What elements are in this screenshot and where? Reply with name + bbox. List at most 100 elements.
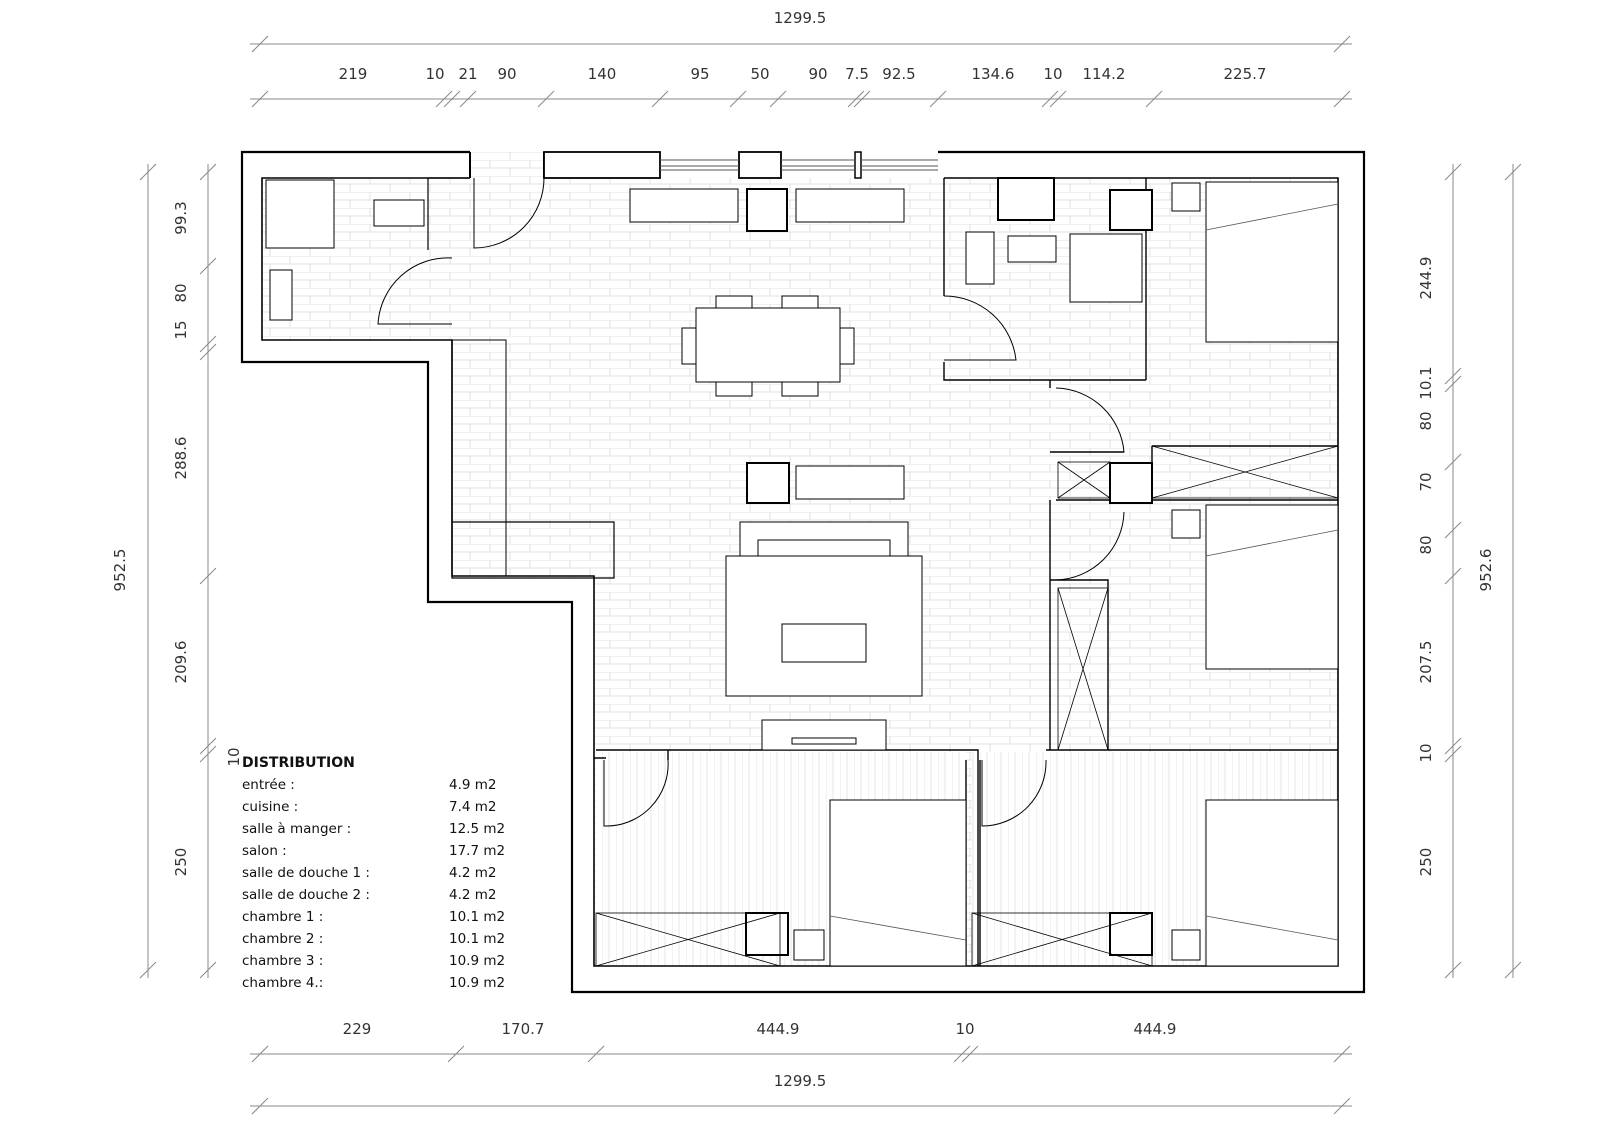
dimension-line <box>1504 961 1522 979</box>
dimension-line <box>1444 453 1462 471</box>
room-name: chambre 3 : <box>242 953 324 969</box>
top-dimension: 50 <box>750 65 769 83</box>
legend-row: chambre 1 : 10.1 m2 <box>242 906 505 928</box>
dimension-line <box>1041 90 1059 108</box>
room-area: 4.9 m2 <box>449 777 497 793</box>
dining-table <box>695 307 841 383</box>
room-area: 4.2 m2 <box>449 865 497 881</box>
dimension-line <box>139 961 157 979</box>
right-dimension: 70 <box>1417 472 1435 491</box>
dimension-line <box>251 35 269 53</box>
bottom-dimension: 10 <box>955 1020 974 1038</box>
dimension-line <box>651 90 669 108</box>
kitchen-counter-l <box>451 339 507 577</box>
dimension-line <box>199 335 217 353</box>
nightstand-3 <box>793 929 825 961</box>
dimension-line <box>199 737 217 755</box>
left-total: 952.5 <box>111 549 129 592</box>
right-dimension: 207.5 <box>1417 641 1435 684</box>
column-3 <box>1109 462 1153 504</box>
washbasin <box>269 269 293 321</box>
dimension-line <box>1333 90 1351 108</box>
dimension-line <box>199 343 217 361</box>
dimension-line <box>1145 90 1163 108</box>
dimension-line <box>1333 1097 1351 1115</box>
dimension-line <box>447 1045 465 1063</box>
dimension-line <box>587 1045 605 1063</box>
dimension-line <box>199 961 217 979</box>
door-bedroom-3 <box>603 759 669 827</box>
bed-1 <box>1205 181 1339 343</box>
top-dimension: 7.5 <box>845 65 869 83</box>
top-dimension: 114.2 <box>1083 65 1126 83</box>
wardrobes <box>595 445 1339 967</box>
dimension-line <box>1444 163 1462 181</box>
nightstand-2 <box>1171 509 1201 539</box>
low-table <box>781 623 867 663</box>
toilet-2 <box>965 231 995 285</box>
dimension-line <box>199 567 217 585</box>
dimension-line <box>1333 1045 1351 1063</box>
top-dimension: 140 <box>588 65 617 83</box>
column-4 <box>745 912 789 956</box>
room-name: chambre 4.: <box>242 975 324 991</box>
door-kitchen <box>377 257 453 325</box>
room-name: salle à manger : <box>242 821 352 837</box>
room-name: chambre 1 : <box>242 909 324 925</box>
bottom-dimension: 444.9 <box>757 1020 800 1038</box>
dimension-line <box>251 90 269 108</box>
nightstand-1 <box>1171 182 1201 212</box>
top-dimension: 10 <box>425 65 444 83</box>
legend-row: entrée :4.9 m2 <box>242 774 505 796</box>
kitchen-column <box>746 188 788 232</box>
bed-4 <box>1205 799 1339 967</box>
room-name: salle de douche 1 : <box>242 865 370 881</box>
armchair-column <box>746 462 790 504</box>
toilet <box>373 199 425 227</box>
door-bathroom-2 <box>1055 387 1125 453</box>
door-bedroom-4 <box>981 759 1047 827</box>
bottom-dimension: 229 <box>343 1020 372 1038</box>
dimension-line <box>251 1045 269 1063</box>
right-dimension: 244.9 <box>1417 257 1435 300</box>
bottom-dimension: 444.9 <box>1134 1020 1177 1038</box>
legend-row: cuisine :7.4 m2 <box>242 796 505 818</box>
dimension-line <box>139 163 157 181</box>
shower-1 <box>265 179 335 249</box>
left-dimension: 209.6 <box>172 641 190 684</box>
coffee-console <box>795 465 905 500</box>
dimension-line <box>459 90 477 108</box>
dimension-line <box>443 90 461 108</box>
legend-title: DISTRIBUTION <box>242 755 355 771</box>
legend-row: salle de douche 1 : 4.2 m2 <box>242 862 505 884</box>
room-area: 10.1 m2 <box>449 909 506 925</box>
right-dimension: 250 <box>1417 848 1435 877</box>
dimension-line <box>1444 375 1462 393</box>
top-dimension: 90 <box>808 65 827 83</box>
right-dimension: 10 <box>1417 743 1435 762</box>
dimension-line <box>1049 90 1067 108</box>
doors <box>377 177 1125 827</box>
bottom-dimension: 170.7 <box>502 1020 545 1038</box>
left-dimension: 250 <box>172 848 190 877</box>
walls <box>240 150 1366 994</box>
legend-row: salle à manger :12.5 m2 <box>242 818 505 840</box>
bottom-total: 1299.5 <box>774 1072 827 1090</box>
dimension-line <box>199 257 217 275</box>
dimension-lines <box>139 35 1522 1115</box>
top-dimension: 134.6 <box>972 65 1015 83</box>
room-area: 4.2 m2 <box>449 887 497 903</box>
door-entrance <box>473 177 545 249</box>
dimension-line <box>1333 35 1351 53</box>
bed-3 <box>829 799 967 967</box>
kitchen-counter-left <box>629 188 739 223</box>
dimension-line <box>1444 961 1462 979</box>
room-name: cuisine : <box>242 799 299 815</box>
chimney <box>997 177 1055 221</box>
kitchen-counter-right <box>795 188 905 223</box>
dimension-line <box>435 90 453 108</box>
top-dimension: 90 <box>497 65 516 83</box>
dimension-line <box>1444 737 1462 755</box>
